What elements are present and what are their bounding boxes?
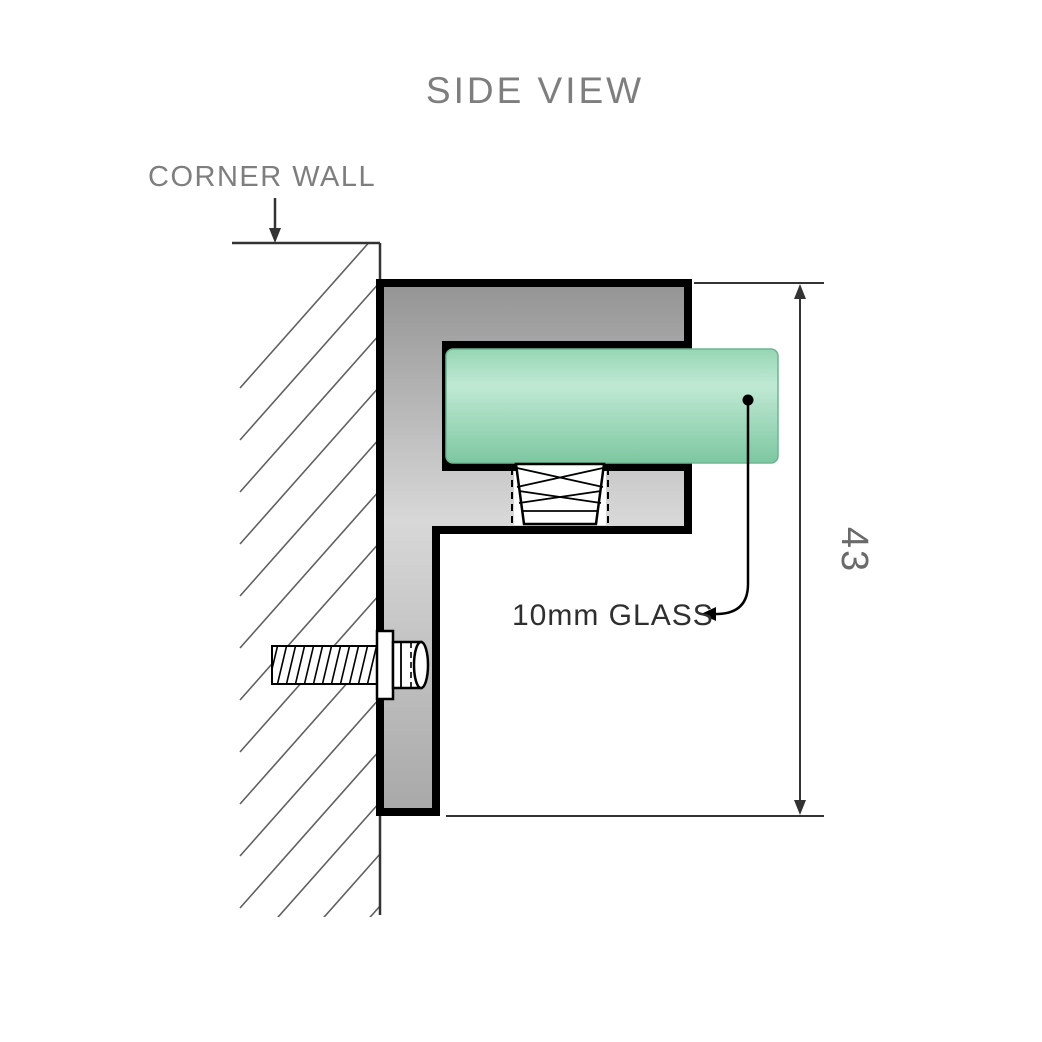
wall-fixing-screw (271, 629, 430, 701)
glass-label: 10mm GLASS (512, 599, 714, 632)
corner-wall-arrowhead-icon (269, 228, 281, 243)
screw-head-end (412, 640, 430, 690)
glass-callout-leader-line (714, 405, 750, 616)
grub-screw (511, 462, 609, 528)
dimension-arrowhead-top-icon (794, 284, 806, 299)
screw-thread-lines (272, 646, 378, 684)
glass-panel (445, 348, 779, 464)
wall-section (232, 241, 382, 917)
height-dimension: 43 (446, 282, 875, 817)
screw-washer (375, 629, 395, 701)
glass-callout-dot (742, 394, 754, 406)
grub-screw-threads (516, 467, 604, 512)
dimension-arrowhead-bottom-icon (794, 800, 806, 815)
wall-hatching (239, 243, 381, 917)
bracket-profile (376, 279, 692, 816)
diagram-title: SIDE VIEW (426, 70, 644, 111)
corner-wall-callout: CORNER WALL (148, 161, 376, 243)
glass-callout: 10mm GLASS (512, 394, 754, 632)
glass-callout-arrowhead-icon (701, 607, 716, 621)
corner-wall-label: CORNER WALL (148, 161, 376, 193)
grub-screw-body (514, 462, 606, 526)
dimension-value-label: 43 (833, 527, 875, 573)
